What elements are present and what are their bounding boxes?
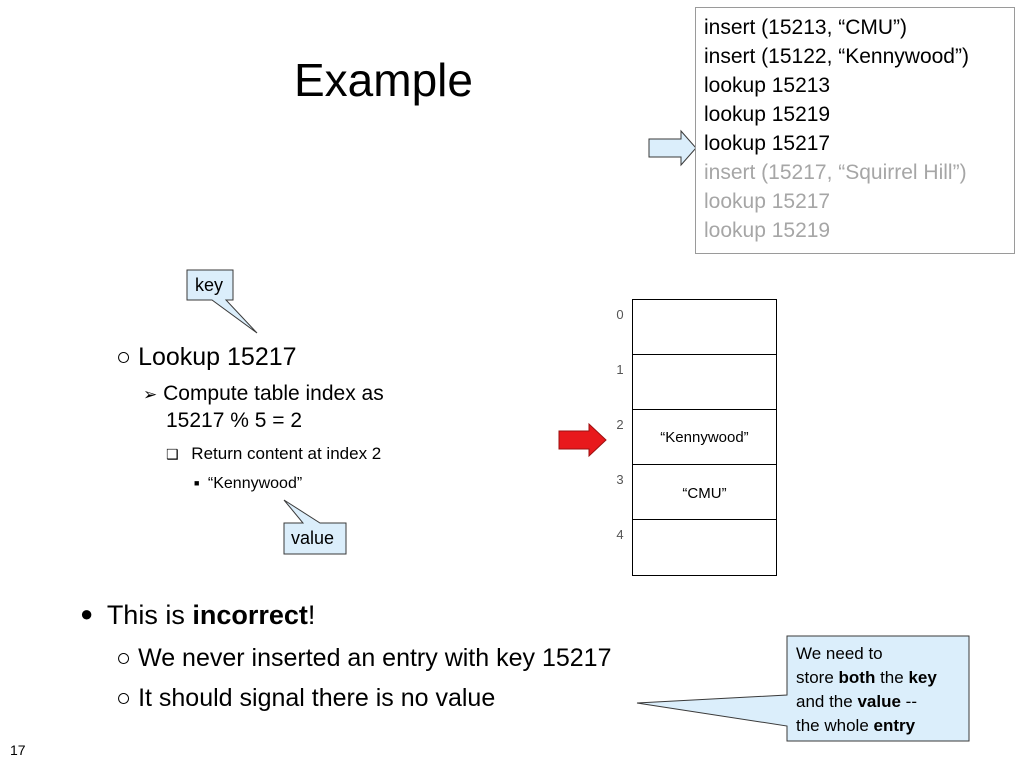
note-line-1: We need to xyxy=(796,644,883,663)
hash-table-cell-0 xyxy=(633,300,776,355)
operation-line: insert (15122, “Kennywood”) xyxy=(704,45,969,68)
note-line-3: and the value -- xyxy=(796,692,917,711)
arrowhead-bullet-icon: ➢ xyxy=(143,385,158,404)
incorrect-bullet: ● This is incorrect! xyxy=(80,598,315,631)
note-callout-shape xyxy=(636,635,970,742)
hash-table-cell-3: “CMU” xyxy=(633,465,776,520)
operation-line: lookup 15219 xyxy=(704,103,831,126)
never-inserted-item: ○ We never inserted an entry with key 15… xyxy=(116,643,611,673)
operation-line: insert (15217, “Squirrel Hill”) xyxy=(704,161,967,184)
hash-index-2: 2 xyxy=(616,417,624,432)
hash-index-4: 4 xyxy=(616,527,624,542)
hash-index-1: 1 xyxy=(616,362,624,377)
page-number: 17 xyxy=(10,742,26,758)
slide-title: Example xyxy=(294,54,473,106)
value-callout-label: value xyxy=(291,528,335,548)
hash-index-3: 3 xyxy=(616,472,624,487)
hollow-circle-bullet-icon: ○ xyxy=(116,343,132,371)
operation-line: lookup 15219 xyxy=(704,219,831,242)
hash-table-cell-4 xyxy=(633,520,776,575)
result-item: ■ “Kennywood” xyxy=(194,472,302,495)
key-callout-shape xyxy=(186,269,258,334)
operation-line: lookup 15217 xyxy=(704,190,831,213)
operation-line: lookup 15217 xyxy=(704,132,831,155)
note-line-4: the whole entry xyxy=(796,716,916,735)
operation-line: insert (15213, “CMU”) xyxy=(704,16,908,39)
index-arrow xyxy=(558,422,607,458)
filled-circle-bullet-icon: ● xyxy=(80,601,94,626)
filled-square-bullet-icon: ■ xyxy=(194,478,200,488)
hollow-circle-bullet-icon: ○ xyxy=(116,684,132,712)
note-line-2: store both the key xyxy=(796,668,937,687)
lookup-text: Lookup 15217 xyxy=(138,343,297,371)
key-callout-label: key xyxy=(195,275,224,295)
operations-box: insert (15213, “CMU”) insert (15122, “Ken… xyxy=(695,7,1015,254)
compute-line2: 15217 % 5 = 2 xyxy=(166,409,303,432)
compute-item: ➢ Compute table index as xyxy=(143,380,384,408)
hash-table: “Kennywood” “CMU” xyxy=(632,299,777,576)
return-item: ❑ Return content at index 2 xyxy=(166,443,381,465)
never-inserted-text: We never inserted an entry with key 1521… xyxy=(138,644,612,672)
hash-index-0: 0 xyxy=(616,307,624,322)
hollow-circle-bullet-icon: ○ xyxy=(116,644,132,672)
incorrect-text: This is incorrect! xyxy=(106,600,316,630)
compute-line1: Compute table index as xyxy=(163,382,384,405)
lookup-item: ○ Lookup 15217 xyxy=(116,342,297,372)
result-text: “Kennywood” xyxy=(207,475,303,492)
operations-list: insert (15213, “CMU”) insert (15122, “Ken… xyxy=(704,13,1014,245)
hash-table-cell-2: “Kennywood” xyxy=(633,410,776,465)
operation-line: lookup 15213 xyxy=(704,74,831,97)
return-text: Return content at index 2 xyxy=(191,444,382,463)
hollow-square-bullet-icon: ❑ xyxy=(166,446,179,462)
note-callout-text: We need to store both the key and the va… xyxy=(796,642,937,738)
value-callout-shape xyxy=(283,499,347,555)
signal-no-value-item: ○ It should signal there is no value xyxy=(116,683,495,713)
signal-no-value-text: It should signal there is no value xyxy=(138,684,496,712)
hash-table-cell-1 xyxy=(633,355,776,410)
current-operation-arrow xyxy=(648,129,697,167)
